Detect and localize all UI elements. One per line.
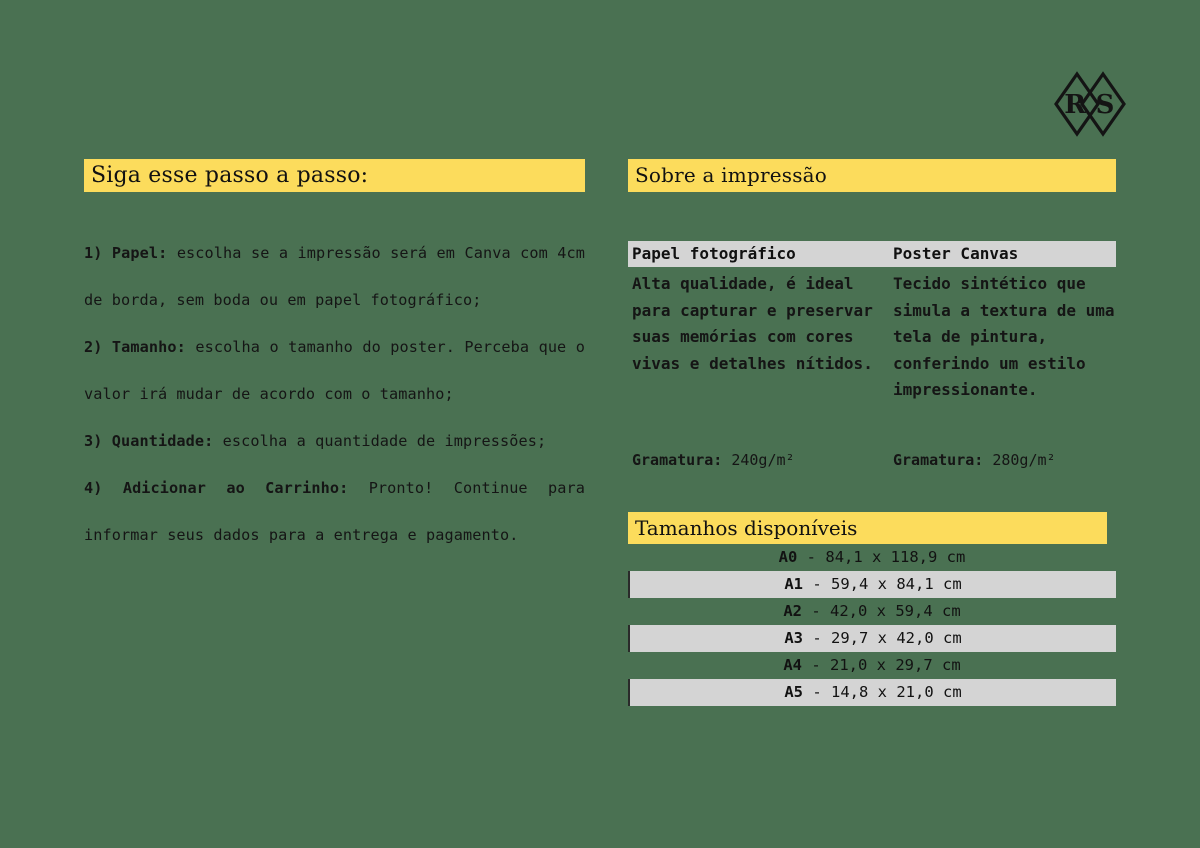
step-item-4: 4) Adicionar ao Carrinho: Pronto! Contin… <box>84 465 585 559</box>
size-value: 84,1 x 118,9 cm <box>825 548 966 566</box>
size-value: 21,0 x 29,7 cm <box>830 656 961 674</box>
table-row: A3 - 29,7 x 42,0 cm <box>628 625 1116 652</box>
size-separator: - <box>812 683 822 701</box>
left-column: Siga esse passo a passo: 1) Papel: escol… <box>84 159 585 559</box>
size-separator: - <box>811 656 821 674</box>
size-label: A1 <box>784 575 803 593</box>
right-column: Sobre a impressão Papel fotográfico Post… <box>628 159 1116 706</box>
step-text-4: Pronto! Continue para informar seus dado… <box>84 479 585 544</box>
svg-text:R: R <box>1064 90 1086 120</box>
svg-text:S: S <box>1096 90 1115 120</box>
gramatura-row: Gramatura: 240g/m² Gramatura: 280g/m² <box>628 451 1116 479</box>
size-value: 29,7 x 42,0 cm <box>831 629 962 647</box>
compare-header-poster-canvas: Poster Canvas <box>893 244 1019 263</box>
gramatura-label-2: Gramatura: <box>893 451 984 469</box>
compare-header-photo-paper: Papel fotográfico <box>632 244 796 263</box>
size-separator: - <box>811 602 821 620</box>
compare-header-row: Papel fotográfico Poster Canvas <box>628 241 1116 267</box>
table-row: A0 - 84,1 x 118,9 cm <box>628 544 1116 571</box>
steps-list: 1) Papel: escolha se a impressão será em… <box>84 230 585 559</box>
size-value: 59,4 x 84,1 cm <box>831 575 962 593</box>
gramatura-value-1: 240g/m² <box>731 451 795 469</box>
size-label: A4 <box>783 656 802 674</box>
gramatura-photo-paper: Gramatura: 240g/m² <box>632 451 795 469</box>
rs-monogram-logo: R S <box>1050 68 1130 140</box>
step-label-3: 3) Quantidade: <box>84 432 214 450</box>
size-label: A3 <box>784 629 803 647</box>
step-label-4: 4) Adicionar ao Carrinho: <box>84 479 349 497</box>
right-heading-banner: Sobre a impressão <box>628 159 1116 192</box>
size-separator: - <box>812 575 822 593</box>
description-poster-canvas: Tecido sintético que simula a textura de… <box>893 274 1115 399</box>
step-label-1: 1) Papel: <box>84 244 168 262</box>
size-value: 14,8 x 21,0 cm <box>831 683 962 701</box>
step-text-3: escolha a quantidade de impressões; <box>213 432 547 450</box>
sizes-table: Tamanhos disponíveis A0 - 84,1 x 118,9 c… <box>628 512 1116 706</box>
gramatura-value-2: 280g/m² <box>992 451 1056 469</box>
left-heading-banner: Siga esse passo a passo: <box>84 159 585 192</box>
table-row: A5 - 14,8 x 21,0 cm <box>628 679 1116 706</box>
gramatura-label-1: Gramatura: <box>632 451 723 469</box>
step-label-2: 2) Tamanho: <box>84 338 186 356</box>
sizes-heading-banner: Tamanhos disponíveis <box>628 512 1107 544</box>
size-label: A5 <box>784 683 803 701</box>
step-item-1: 1) Papel: escolha se a impressão será em… <box>84 230 585 324</box>
step-item-2: 2) Tamanho: escolha o tamanho do poster.… <box>84 324 585 418</box>
gramatura-poster-canvas: Gramatura: 280g/m² <box>893 451 1056 469</box>
step-text-1: escolha se a impressão será em Canva com… <box>84 244 585 309</box>
table-row: A4 - 21,0 x 29,7 cm <box>628 652 1116 679</box>
step-item-3: 3) Quantidade: escolha a quantidade de i… <box>84 418 585 465</box>
size-label: A0 <box>778 548 798 566</box>
size-separator: - <box>812 629 822 647</box>
step-text-2: escolha o tamanho do poster. Perceba que… <box>84 338 585 403</box>
size-label: A2 <box>783 602 802 620</box>
size-value: 42,0 x 59,4 cm <box>830 602 961 620</box>
table-row: A1 - 59,4 x 84,1 cm <box>628 571 1116 598</box>
table-row: A2 - 42,0 x 59,4 cm <box>628 598 1116 625</box>
description-photo-paper: Alta qualidade, é ideal para capturar e … <box>632 274 873 373</box>
compare-descriptions: Alta qualidade, é ideal para capturar e … <box>628 267 1116 445</box>
size-separator: - <box>806 548 817 566</box>
